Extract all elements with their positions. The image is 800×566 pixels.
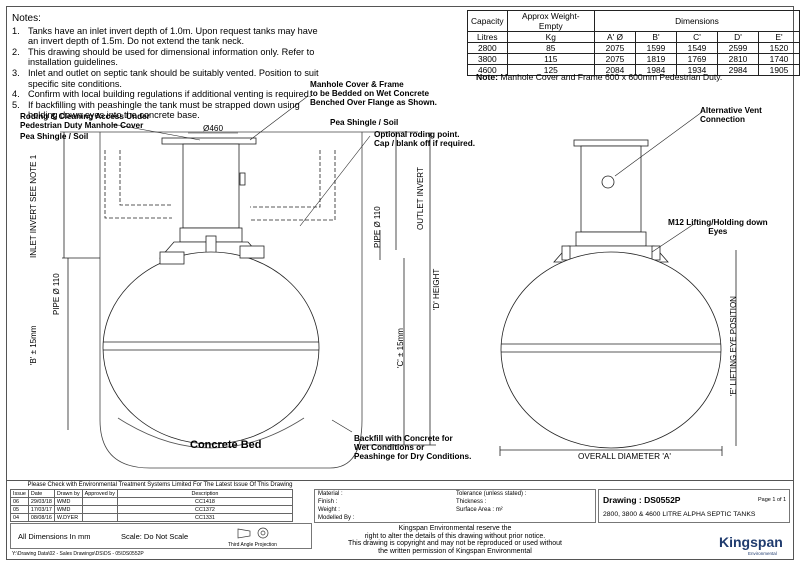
- tank-body: [102, 251, 320, 445]
- inlet-invert-label: INLET INVERT SEE NOTE 1: [29, 154, 38, 258]
- note-item: 5.If backfilling with peashingle the tan…: [12, 99, 300, 121]
- note-item: 4.Confirm with local building regulation…: [12, 89, 312, 100]
- pea-shingle-right-label: Pea Shingle / Soil: [330, 118, 399, 127]
- note-item: 2.This drawing should be used for dimens…: [12, 46, 315, 68]
- side-view-neck: [580, 145, 642, 233]
- table-note: Note: Manhole Cover and Frame 600 x 600m…: [476, 72, 723, 82]
- note-item: 1.Tanks have an inlet invert depth of 1.…: [12, 25, 318, 47]
- b-dimension-label: 'B' ± 15mm: [29, 325, 38, 365]
- pipe-left-label: PIPE Ø 110: [52, 273, 61, 315]
- overall-diameter-label: OVERALL DIAMETER 'A': [578, 452, 671, 461]
- optional-roding-label: Optional roding point.Cap / blank off if…: [374, 130, 475, 148]
- excavation-outline: [99, 132, 363, 469]
- drawing-title: 2800, 3800 & 4600 LITRE ALPHA SEPTIC TAN…: [603, 511, 756, 518]
- side-view-frame: [573, 139, 649, 147]
- dimensions-table: Capacity Approx Weight-Empty Dimensions …: [467, 10, 800, 76]
- dia-460-label: Ø460: [203, 124, 224, 133]
- c-dimension-label: 'C' ± 15mm: [396, 328, 405, 368]
- all-dimensions-text: All Dimensions In mm: [18, 532, 91, 541]
- projection-text: Third Angle Projection: [228, 542, 277, 548]
- drawing-sheet: [6, 6, 794, 560]
- side-view-tank-body: [500, 251, 722, 449]
- concrete-bed: [117, 417, 305, 449]
- projection-symbol-icon: [237, 527, 269, 539]
- kingspan-logo: Kingspan: [719, 534, 783, 550]
- pea-shingle-left-label: Pea Shingle / Soil: [20, 132, 89, 141]
- scale-text: Scale: Do Not Scale: [121, 532, 189, 541]
- note-item: 3.Inlet and outlet on septic tank should…: [12, 67, 319, 89]
- notes-block: Notes: 1.Tanks have an inlet invert dept…: [12, 13, 330, 121]
- tank-neck: [182, 143, 240, 229]
- title-block: Please Check with Environmental Treatmen…: [6, 480, 794, 561]
- notes-heading: Notes:: [12, 13, 41, 24]
- e-lifting-label: 'E' LIFTING EYE POSITION: [729, 296, 738, 396]
- pipe-right-label: PIPE Ø 110: [373, 206, 382, 248]
- concrete-bed-label: Concrete Bed: [190, 439, 262, 451]
- kingspan-logo-sub: Environmental: [748, 551, 777, 556]
- check-issue-text: Please Check with Environmental Treatmen…: [27, 482, 293, 488]
- neck-handle: [239, 172, 246, 186]
- manhole-frame: [161, 137, 257, 145]
- vent-connection: [601, 175, 615, 189]
- d-height-label: 'D' HEIGHT: [432, 268, 441, 310]
- file-path: Y:\Drawing Data\02 - Sales Drawings\DS\D…: [12, 551, 144, 557]
- inlet-pipe: [159, 251, 185, 265]
- page-number: Page 1 of 1: [758, 497, 787, 503]
- outlet-invert-label: OUTLET INVERT: [416, 167, 425, 230]
- outlet-pipe: [239, 245, 265, 259]
- drawing-number: Drawing : DS0552P: [603, 495, 681, 505]
